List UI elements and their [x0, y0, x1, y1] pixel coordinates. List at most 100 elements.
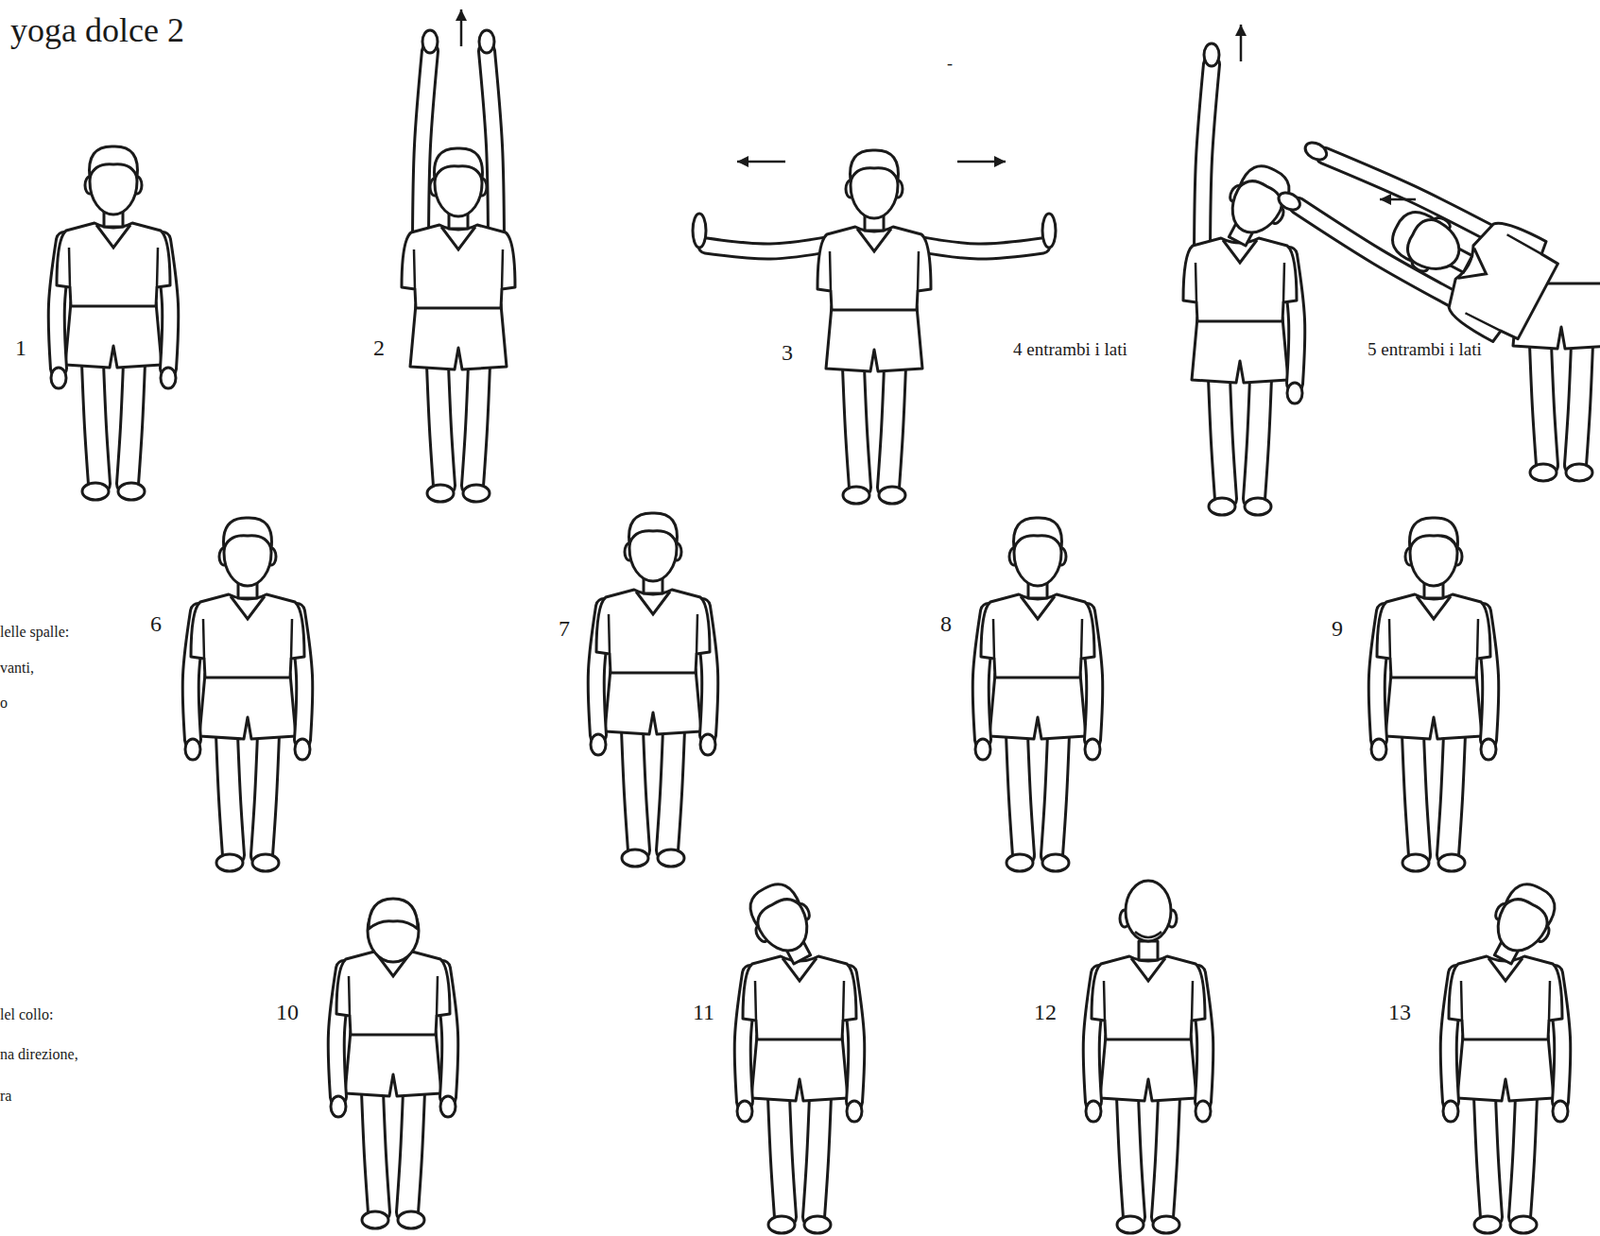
- limb-fill: [1575, 344, 1583, 465]
- head: [1119, 880, 1177, 961]
- collar: [441, 226, 476, 250]
- shirt: [1448, 956, 1563, 1040]
- hair: [1410, 517, 1459, 550]
- limb-outline: [226, 734, 234, 856]
- limb-outline: [127, 362, 135, 484]
- head: [367, 898, 419, 963]
- limb-outline: [1202, 64, 1212, 252]
- figure: [590, 513, 716, 867]
- callout-number: 8: [940, 612, 952, 636]
- hand: [330, 1096, 346, 1118]
- foot: [1510, 1216, 1537, 1234]
- foot: [1006, 854, 1033, 872]
- foot: [397, 1211, 425, 1229]
- hand: [1275, 189, 1304, 213]
- figure: [737, 875, 862, 1234]
- hand: [1443, 1101, 1459, 1122]
- hand: [737, 1101, 753, 1122]
- limb-fill: [813, 1096, 821, 1218]
- hand: [1084, 739, 1101, 760]
- callout-number: 13: [1388, 1000, 1411, 1024]
- hand: [1287, 382, 1303, 404]
- sleeve-line: [1389, 619, 1479, 659]
- limb-fill: [226, 734, 234, 856]
- collar: [1416, 596, 1451, 620]
- hand: [590, 734, 606, 756]
- limb-outline: [1519, 1096, 1527, 1218]
- arrow-head: [1379, 193, 1392, 206]
- head-shape: [1125, 880, 1171, 942]
- upper-body: [1266, 120, 1566, 352]
- arrow-head: [994, 155, 1006, 168]
- callout-number: 7: [558, 617, 570, 640]
- limb-fill: [127, 362, 135, 484]
- collar: [230, 596, 265, 620]
- callout-number: 4 entrambi i lati: [1013, 340, 1128, 359]
- figure: [1266, 120, 1600, 482]
- foot: [843, 486, 870, 504]
- limb-fill: [1519, 1096, 1527, 1218]
- foot: [463, 484, 490, 502]
- shorts: [344, 1031, 442, 1097]
- foot: [1042, 854, 1069, 872]
- shorts: [199, 673, 296, 740]
- figure: [185, 517, 310, 872]
- callout-number: 11: [692, 1000, 715, 1024]
- hand: [1302, 138, 1330, 163]
- hair: [89, 146, 138, 178]
- shirt: [1437, 212, 1565, 352]
- shorts: [1100, 1035, 1197, 1102]
- collar: [857, 228, 892, 252]
- limb-outline: [472, 364, 480, 486]
- figure: [975, 517, 1101, 872]
- shorts: [1385, 673, 1482, 740]
- sleeve-line: [755, 980, 844, 1021]
- shirt: [596, 589, 710, 673]
- sleeve-line: [413, 249, 503, 290]
- arrow-head: [455, 9, 467, 21]
- sleeve-line: [203, 619, 293, 659]
- shirt: [817, 226, 931, 310]
- arrow-head: [737, 155, 749, 168]
- figure: [1183, 43, 1303, 516]
- sleeve-line: [1464, 234, 1542, 332]
- callout-number: 10: [275, 1000, 299, 1024]
- hair: [850, 150, 899, 182]
- shorts: [751, 1035, 848, 1102]
- limb-fill: [1412, 734, 1420, 856]
- hand: [479, 30, 495, 53]
- hand: [1204, 43, 1220, 67]
- shirt: [336, 951, 450, 1035]
- limb-fill: [1051, 734, 1059, 856]
- hair: [1385, 205, 1436, 263]
- shirt: [190, 594, 305, 678]
- foot: [427, 484, 454, 502]
- shirt: [980, 594, 1095, 678]
- foot: [804, 1216, 831, 1234]
- foot: [768, 1216, 795, 1234]
- limb-outline: [667, 729, 674, 851]
- foot: [878, 486, 906, 504]
- limb-fill: [1447, 734, 1455, 856]
- limb-outline: [372, 1091, 379, 1213]
- shirt: [1183, 238, 1297, 322]
- hand: [294, 739, 310, 760]
- hand: [1085, 1101, 1102, 1122]
- foot: [82, 482, 109, 500]
- hand: [51, 367, 67, 389]
- limb-outline: [437, 364, 445, 486]
- foot: [252, 854, 279, 872]
- shirt: [401, 224, 516, 309]
- foot: [657, 849, 685, 867]
- callout-number: 12: [1033, 1000, 1057, 1024]
- callout-number: 5 entrambi i lati: [1367, 340, 1482, 359]
- limb-outline: [1575, 344, 1583, 465]
- hand: [185, 739, 201, 760]
- hair: [629, 513, 678, 545]
- hair: [368, 898, 418, 930]
- limb-fill: [420, 51, 431, 239]
- figure: [51, 146, 176, 500]
- limb-fill: [1127, 1096, 1135, 1218]
- figure: [330, 898, 456, 1229]
